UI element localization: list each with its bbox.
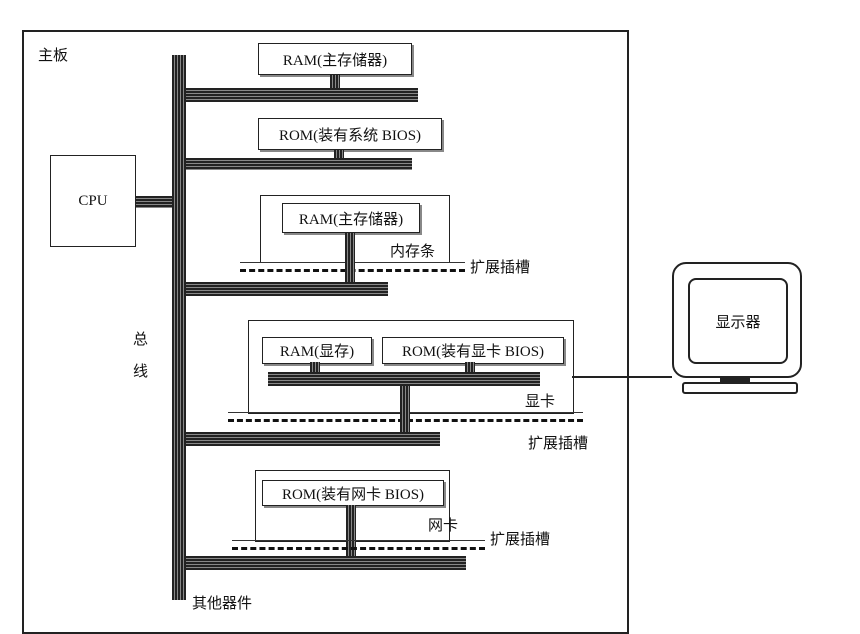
memory-stick-label: 内存条 [390, 244, 436, 260]
connector [400, 386, 410, 446]
bus-label: 线 [133, 364, 149, 380]
slot-label: 扩展插槽 [490, 532, 551, 548]
connector [346, 505, 356, 565]
connector [334, 150, 344, 165]
bus-branch [186, 556, 466, 570]
monitor-screen: 显示器 [688, 278, 788, 364]
network-card-label: 网卡 [428, 518, 459, 534]
connector [465, 362, 475, 374]
bus-branch [186, 432, 440, 446]
monitor-cable [572, 376, 672, 378]
graphics-card [248, 320, 574, 414]
card-bus [268, 372, 540, 386]
network-rom: ROM(装有网卡 BIOS) [262, 480, 444, 506]
monitor-base [682, 382, 798, 394]
motherboard-label: 主板 [38, 48, 69, 64]
rom-system-box: ROM(装有系统 BIOS) [258, 118, 442, 150]
video-rom: ROM(装有显卡 BIOS) [382, 337, 564, 364]
connector [345, 233, 355, 293]
video-ram: RAM(显存) [262, 337, 372, 364]
bus-label: 总 [133, 332, 149, 348]
bus-branch [186, 158, 412, 170]
cpu-bus-link [136, 196, 172, 208]
bus-branch [186, 282, 388, 296]
cpu-box: CPU [50, 155, 136, 247]
connector [330, 75, 340, 95]
slot-label: 扩展插槽 [528, 436, 589, 452]
expansion-slot [232, 540, 485, 550]
ram-main-box: RAM(主存储器) [258, 43, 412, 75]
system-bus [172, 55, 186, 600]
other-devices-label: 其他器件 [192, 596, 253, 612]
slot-label: 扩展插槽 [470, 260, 531, 276]
graphics-card-label: 显卡 [525, 394, 556, 410]
memory-stick-ram: RAM(主存储器) [282, 203, 420, 233]
monitor-stand [720, 376, 750, 382]
bus-branch [186, 88, 418, 102]
connector [310, 362, 320, 374]
monitor: 显示器 [672, 262, 802, 378]
